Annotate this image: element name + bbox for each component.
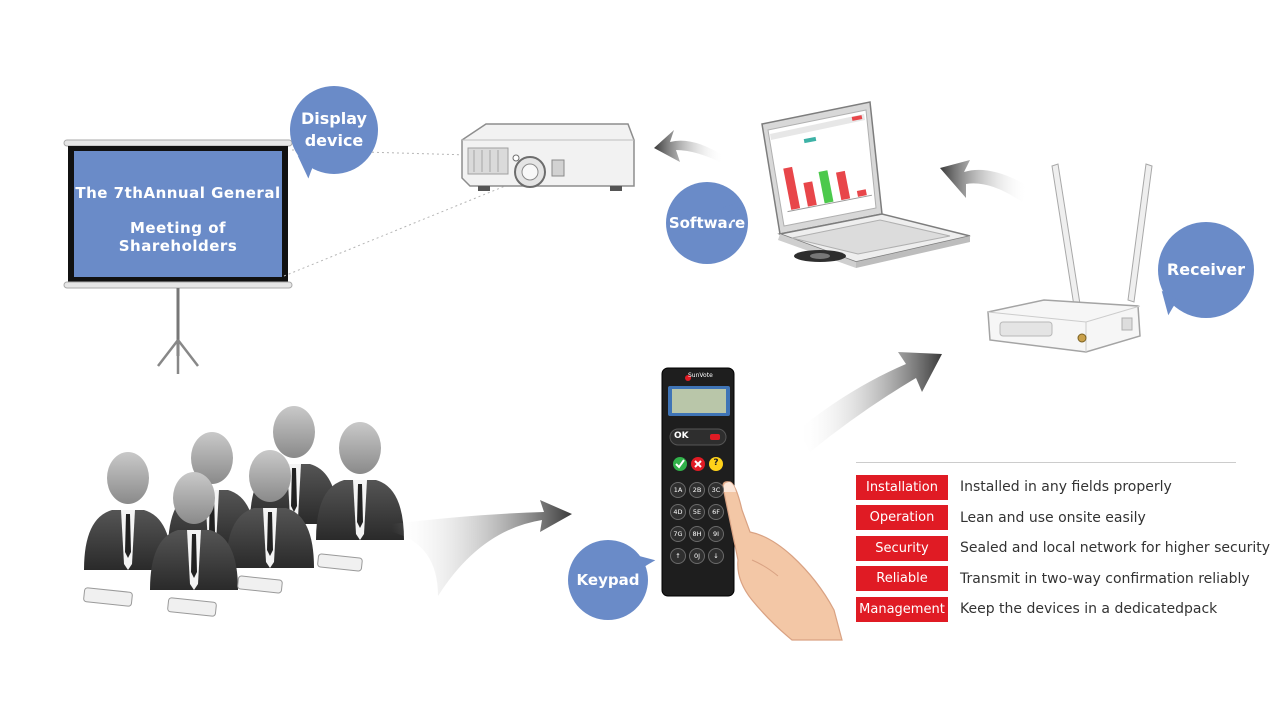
display-bubble-line1: Display xyxy=(301,109,367,129)
feature-desc: Installed in any fields properly xyxy=(960,479,1172,495)
software-bubble-label: Software xyxy=(668,213,746,232)
feature-label: Security xyxy=(856,535,948,561)
receiver-bubble-label: Receiver xyxy=(1166,260,1246,280)
feature-desc: Keep the devices in a dedicatedpack xyxy=(960,601,1218,617)
feature-desc: Lean and use onsite easily xyxy=(960,509,1146,526)
keypad-key[interactable]: 5E xyxy=(689,504,705,520)
feature-label: Management xyxy=(856,596,948,622)
keypad-key[interactable]: 2B xyxy=(689,482,705,498)
arrow-to-laptop xyxy=(940,160,1028,202)
keypad-help-key[interactable]: ? xyxy=(713,458,719,468)
projection-screen xyxy=(63,139,293,374)
arrow-to-projector xyxy=(654,130,724,164)
projector-icon xyxy=(461,123,635,191)
feature-row-security: Security Sealed and local network for hi… xyxy=(856,535,1270,561)
feature-list: Installation Installed in any fields pro… xyxy=(856,462,1270,627)
display-bubble-line2: device xyxy=(304,131,364,150)
keypad-bubble: Keypad xyxy=(568,540,648,620)
feature-row-installation: Installation Installed in any fields pro… xyxy=(856,474,1236,500)
keypad-key[interactable]: ↑ xyxy=(670,548,686,564)
keypad-bubble-label: Keypad xyxy=(576,570,640,589)
feature-label: Operation xyxy=(856,505,948,530)
keypad-key[interactable]: 8H xyxy=(689,526,705,542)
arrow-to-receiver xyxy=(798,352,942,452)
screen-title-line1: The 7thAnnual General xyxy=(75,184,281,202)
feature-label: Installation xyxy=(856,474,948,500)
keypad-key[interactable]: 1A xyxy=(670,482,686,498)
keypad-key[interactable]: 7G xyxy=(670,526,686,542)
keypad-key[interactable]: 6F xyxy=(708,504,724,520)
keypad-key[interactable]: 9I xyxy=(708,526,724,542)
feature-row-operation: Operation Lean and use onsite easily xyxy=(856,505,1236,531)
screen-title-line2: Meeting of Shareholders xyxy=(118,219,238,255)
receiver-icon xyxy=(987,163,1153,353)
keypad-keys: 1A 2B 3C 4D 5E 6F 7G 8H 9I ↑ 0J ↓ xyxy=(670,482,730,564)
feature-row-reliable: Reliable Transmit in two-way confirmatio… xyxy=(856,566,1250,592)
projection-line-bottom xyxy=(283,181,516,277)
display-device-bubble: Display device xyxy=(290,86,378,174)
keypad-brand: SunVote xyxy=(688,372,713,379)
keypad-ok-key[interactable]: OK xyxy=(674,431,689,441)
feature-row-management: Management Keep the devices in a dedicat… xyxy=(856,596,1236,622)
keypad-key[interactable]: 3C xyxy=(708,482,724,498)
feature-desc: Transmit in two-way confirmation reliabl… xyxy=(960,570,1250,587)
audience-icon xyxy=(83,406,404,617)
keypad-key[interactable]: 0J xyxy=(689,548,705,564)
keypad-key[interactable]: ↓ xyxy=(708,548,724,564)
software-bubble: Software xyxy=(666,182,748,264)
keypad-key[interactable]: 4D xyxy=(670,504,686,520)
laptop-icon xyxy=(761,101,971,268)
feature-label: Reliable xyxy=(856,566,948,591)
receiver-bubble: Receiver xyxy=(1158,222,1254,318)
feature-desc: Sealed and local network for higher secu… xyxy=(960,540,1271,556)
hand-icon xyxy=(722,481,843,641)
arrow-to-keypad xyxy=(392,500,572,596)
